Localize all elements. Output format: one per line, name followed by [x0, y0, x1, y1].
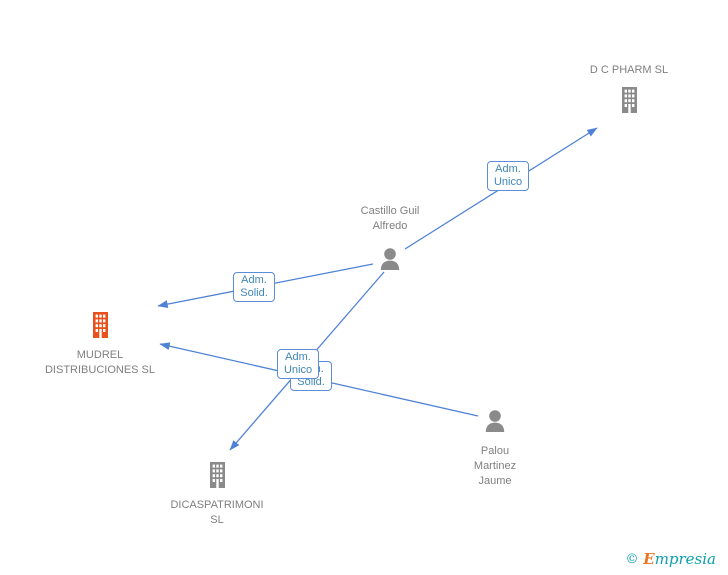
copyright-icon: ©: [625, 552, 639, 567]
person-name-label: Palou Martinez Jaume: [473, 445, 517, 487]
company-name-label: D C PHARM SL: [589, 64, 669, 76]
node-castillo-guil-alfredo[interactable]: Castillo Guil Alfredo: [320, 204, 460, 272]
edge-label-castillo-dcpharm: Adm. Unico: [487, 161, 529, 191]
company-name-label: MUDREL DISTRIBUCIONES SL: [44, 349, 156, 376]
person-name-label: Castillo Guil Alfredo: [360, 205, 420, 232]
building-icon-highlighted: [89, 312, 112, 338]
person-icon: [377, 247, 403, 272]
person-icon: [482, 409, 508, 434]
edge-label-castillo-mudrel: Adm. Solid.: [233, 272, 275, 302]
empresia-watermark: © Empresia: [625, 550, 716, 568]
node-dc-pharm[interactable]: D C PHARM SL: [559, 63, 699, 113]
edge-label-castillo-dicaspatrimoni: Adm. Unico: [277, 349, 319, 379]
building-icon: [618, 87, 641, 113]
node-mudrel-distribuciones[interactable]: MUDREL DISTRIBUCIONES SL: [20, 312, 180, 378]
company-name-label: DICASPATRIMONI SL: [170, 499, 264, 526]
node-palou-martinez-jaume[interactable]: Palou Martinez Jaume: [425, 409, 565, 489]
brand-initial: E: [643, 550, 655, 568]
node-dicaspatrimoni[interactable]: DICASPATRIMONI SL: [137, 462, 297, 528]
building-icon: [206, 462, 229, 488]
brand-name: mpresia: [654, 550, 716, 568]
